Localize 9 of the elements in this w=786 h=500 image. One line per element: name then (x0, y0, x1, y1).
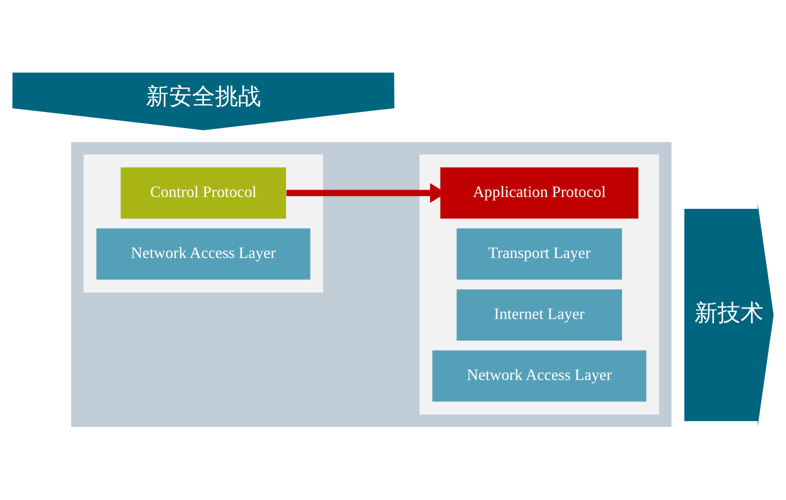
node-box: Control Protocol (120, 167, 286, 219)
cluster (420, 154, 660, 414)
node-box: Internet Layer (456, 289, 622, 341)
cluster (71, 142, 672, 427)
cluster (84, 154, 324, 292)
node-box: Network Access Layer (432, 350, 646, 402)
node-box: Application Protocol (440, 167, 638, 219)
node-box: Transport Layer (456, 228, 622, 280)
node-box: Network Access Layer (96, 228, 310, 280)
